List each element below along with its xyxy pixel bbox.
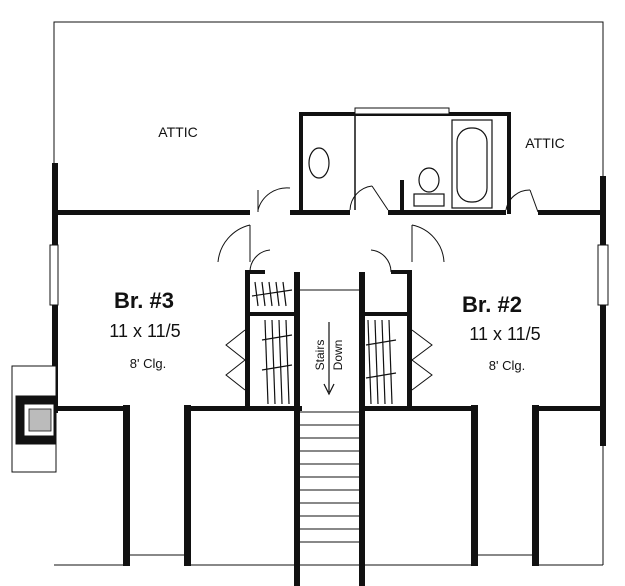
bedroom-2-ceiling: 8' Clg. <box>489 358 525 373</box>
closet-hatching <box>251 281 397 405</box>
attic-left-label: ATTIC <box>158 124 197 140</box>
windows <box>49 244 609 306</box>
bedroom-3-ceiling: 8' Clg. <box>130 356 166 371</box>
door-swings <box>217 185 539 391</box>
bedroom-2-name: Br. #2 <box>462 292 522 317</box>
bathtub-icon <box>451 119 493 209</box>
interior-walls <box>245 270 412 586</box>
bedroom-2-size: 11 x 11/5 <box>469 324 540 344</box>
attic-right-label: ATTIC <box>525 135 564 151</box>
dormers <box>123 405 539 566</box>
stairs-label: Stairs <box>313 340 327 371</box>
bathroom <box>290 107 511 215</box>
chimney <box>11 365 57 473</box>
toilet-icon <box>413 167 445 207</box>
stairs <box>300 289 359 543</box>
bedroom-3-size: 11 x 11/5 <box>109 321 180 341</box>
sink-icon <box>308 147 330 179</box>
bedroom-3-name: Br. #3 <box>114 288 174 313</box>
down-label: Down <box>331 340 345 371</box>
stairs-arrow-icon <box>323 322 335 396</box>
